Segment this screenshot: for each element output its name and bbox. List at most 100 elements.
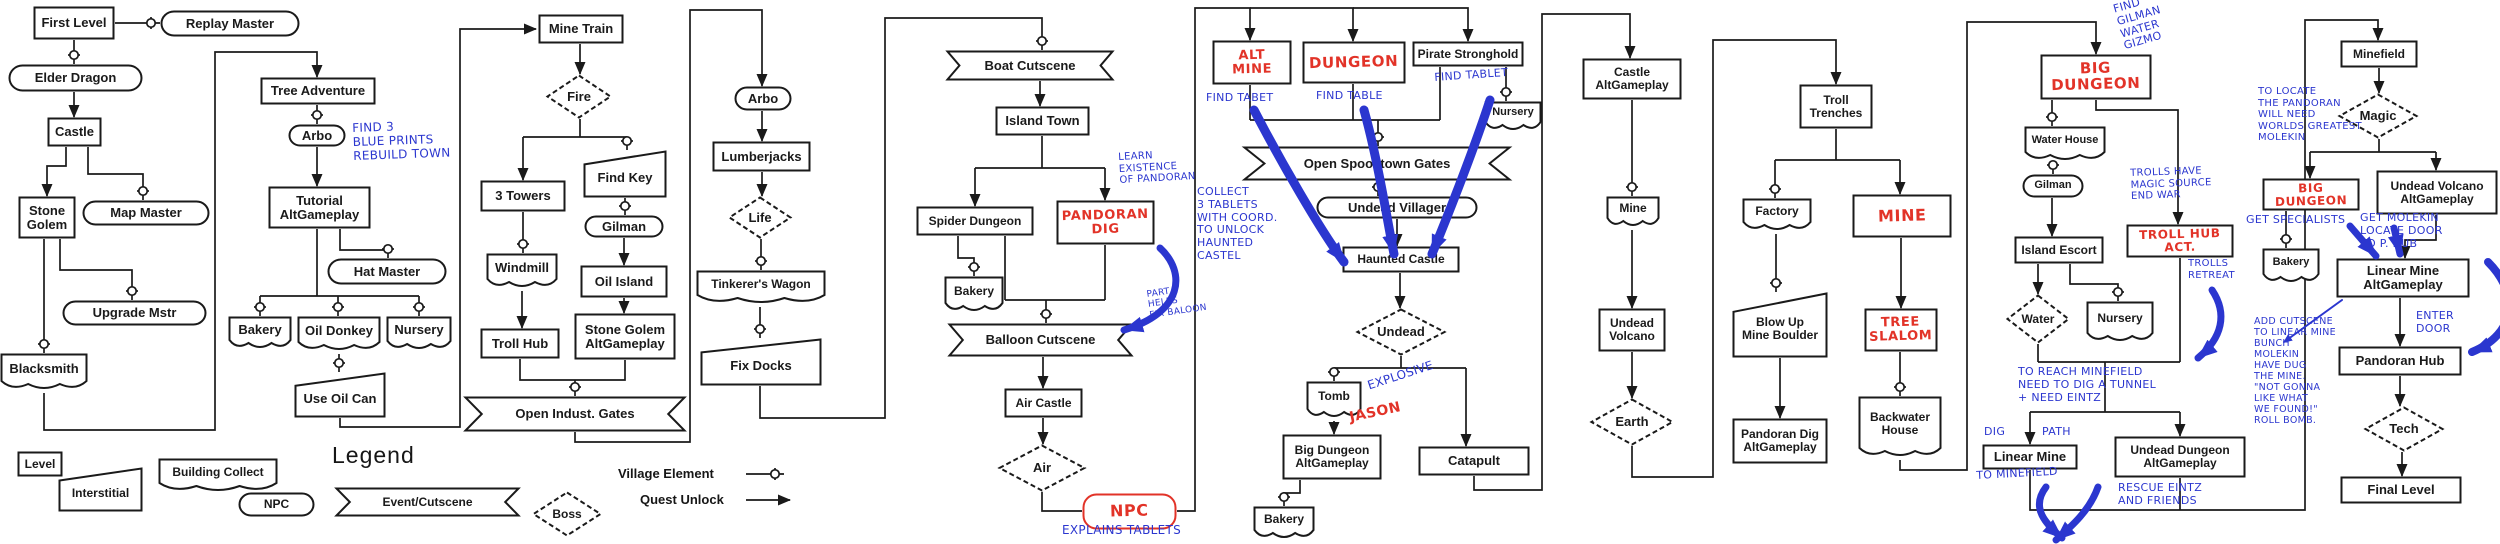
node-label: Castle AltGameplay [1595, 65, 1669, 92]
node-haunted-castle: Haunted Castle [1342, 246, 1460, 273]
node-label: Hat Master [353, 263, 421, 279]
node-label: Undead Volcano AltGameplay [2390, 178, 2484, 206]
node-upgrade-mstr: Upgrade Mstr [62, 300, 207, 326]
node-pandoran-dig: PANDORAN DIG [1056, 200, 1155, 245]
node-linear-mine-altgameplay: Linear Mine AltGameplay [2336, 258, 2470, 298]
node-label: First Level [41, 15, 107, 31]
handwritten-note: PART HELPS FIX BALOON [1146, 286, 1208, 321]
node-label: Mine Train [548, 21, 614, 37]
node-label: PANDORAN DIG [1061, 206, 1149, 237]
village-element-icon [769, 468, 781, 480]
edge [1250, 7, 1359, 42]
node-nursery-3: Nursery [2086, 301, 2154, 345]
handwritten-note: TO LOCATE THE PANDORAN WILL NEED WORLDS … [2258, 86, 2362, 144]
handwritten-note: FIND 3 BLUE PRINTS REBUILD TOWN [351, 119, 451, 163]
node-label: Nursery [2097, 311, 2143, 326]
annotation-arrow [2468, 258, 2500, 356]
node-life: Life [727, 196, 793, 239]
node-castle: Castle [47, 117, 102, 147]
node-label: Boat Cutscene [984, 57, 1076, 73]
node-label: Mine [1619, 201, 1647, 216]
node-backwater-house: Backwater House [1858, 396, 1942, 460]
node-pirate-stronghold: Pirate Stronghold [1412, 41, 1524, 67]
village-element-icon [38, 338, 50, 350]
node-legend-level: Level [17, 451, 63, 477]
annotation-arrow [2052, 483, 2102, 544]
node-label: Find Key [597, 169, 653, 185]
node-label: Air [1032, 460, 1052, 476]
node-balloon-cutscene: Balloon Cutscene [947, 323, 1134, 357]
node-legend-interstitial: Interstitial [58, 467, 143, 512]
node-label: MINE [1877, 204, 1927, 226]
node-label: Balloon Cutscene [985, 332, 1096, 348]
node-label: Arbo [301, 127, 333, 143]
node-label: TREE SLALOM [1869, 314, 1933, 345]
node-big-dungeon-2: BIG DUNGEON [2262, 178, 2360, 211]
node-label: Water House [2031, 133, 2099, 146]
node-nursery-2: Nursery [1484, 101, 1542, 134]
node-legend-boss: Boss [531, 491, 603, 537]
node-label: Big Dungeon AltGameplay [1294, 443, 1370, 470]
node-label: Gilman [601, 218, 647, 234]
node-label: 3 Towers [495, 188, 551, 204]
node-label: Lumberjacks [721, 148, 802, 164]
node-label: Tutorial AltGameplay [279, 192, 360, 222]
annotation-arrow [2194, 286, 2225, 362]
node-label: ALT MINE [1232, 47, 1273, 78]
node-blow-up-mine-boulder: Blow Up Mine Boulder [1732, 292, 1828, 358]
node-mine-building: Mine [1606, 196, 1660, 230]
node-stone-golem-altgameplay: Stone Golem AltGameplay [574, 313, 676, 360]
village-element-icon [382, 243, 394, 255]
node-label: Tomb [1318, 389, 1350, 404]
edge [87, 147, 144, 200]
handwritten-note: EXPLOSIVE [1365, 357, 1436, 393]
node-fire: Fire [545, 74, 613, 119]
node-arbo-1: Arbo [288, 124, 346, 147]
node-undead-volcano: Undead Volcano [1598, 308, 1666, 352]
village-element-icon [621, 135, 633, 147]
node-label: Replay Master [185, 15, 275, 31]
handwritten-note: ENTER DOOR [2416, 309, 2454, 335]
village-element-icon [137, 185, 149, 197]
edge [1353, 7, 1474, 42]
handwritten-note: TROLLS HAVE MAGIC SOURCE END WAR [2130, 165, 2212, 203]
node-bakery-1: Bakery [228, 316, 292, 352]
node-label: Bakery [953, 283, 995, 298]
node-dungeon: DUNGEON [1302, 41, 1406, 84]
village-element-icon [1328, 366, 1340, 378]
node-label: Tech [2389, 421, 2419, 437]
handwritten-note: COLLECT 3 TABLETS WITH COORD. TO UNLOCK … [1197, 185, 1278, 262]
village-element-icon [968, 261, 980, 273]
node-label: Fix Docks [730, 357, 792, 373]
village-element-icon [1040, 308, 1052, 320]
node-tree-slalom: TREE SLALOM [1864, 308, 1938, 352]
handwritten-note: GET MOLEKIN LOCATE DOOR TO P. HUB [2360, 211, 2443, 250]
village-element-icon [333, 357, 345, 369]
village-element-icon [1769, 183, 1781, 195]
node-label: Upgrade Mstr [92, 305, 177, 321]
node-legend-building-collect: Building Collect [158, 458, 278, 495]
node-label: Oil Donkey [305, 322, 373, 338]
village-element-icon [754, 323, 766, 335]
village-element-icon [1372, 181, 1384, 193]
node-label: Castle [54, 124, 95, 140]
node-label: Undead Dungeon AltGameplay [2130, 443, 2230, 470]
handwritten-note: FIND TABLET [1433, 65, 1509, 84]
node-tree-adventure: Tree Adventure [260, 77, 376, 105]
handwritten-note: ADD CUTSCENE TO LINEAR MINE BUNCH MOLEKI… [2254, 316, 2336, 427]
node-label: NPC [1109, 500, 1150, 521]
village-element-icon [1500, 86, 1512, 98]
node-elder-dragon: Elder Dragon [8, 64, 143, 92]
node-factory: Factory [1742, 198, 1812, 234]
village-element-icon [1626, 181, 1638, 193]
handwritten-note: FIND TABET [1206, 91, 1274, 104]
node-stone-golem: Stone Golem [18, 196, 76, 239]
node-island-town: Island Town [995, 106, 1090, 136]
node-undead: Undead [1355, 308, 1447, 356]
node-label: Fire [567, 88, 591, 104]
node-label: Air Castle [1015, 395, 1072, 410]
node-three-towers: 3 Towers [480, 180, 566, 212]
node-water: Water [2005, 294, 2071, 344]
village-element-icon [1036, 35, 1048, 47]
village-element-icon [126, 285, 138, 297]
